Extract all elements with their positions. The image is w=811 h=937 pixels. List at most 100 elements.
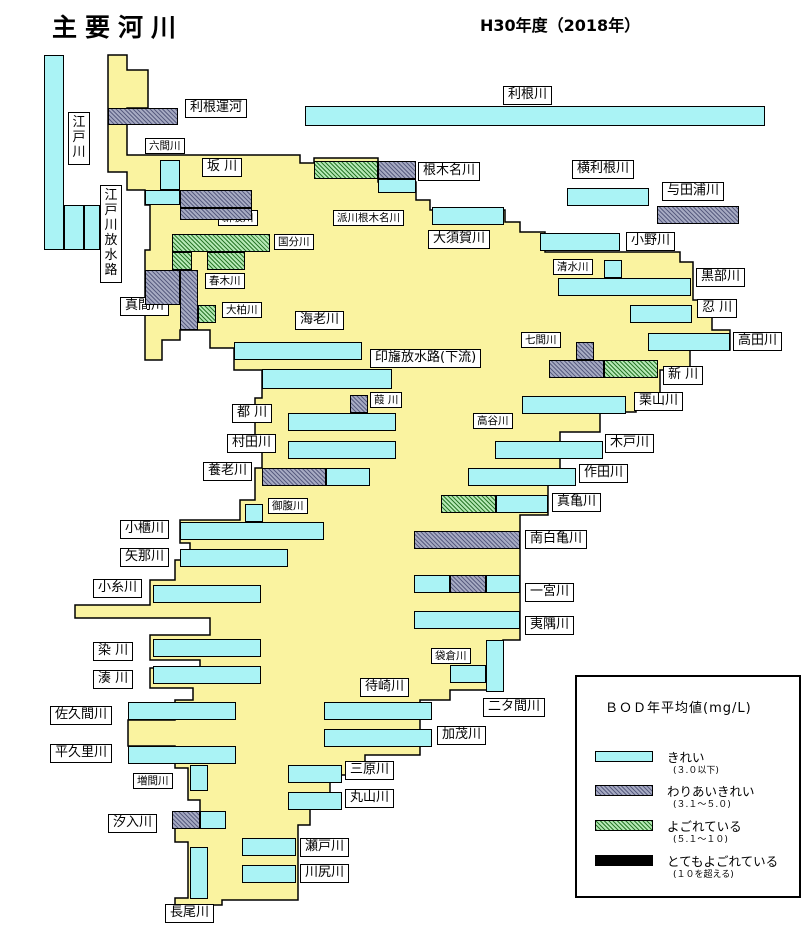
river-label-murata: 村田川 — [227, 434, 277, 453]
river-label-shioiri: 汐入川 — [108, 814, 158, 833]
river-label-ebi: 海老川 — [295, 311, 345, 330]
river-label-ookashiwa: 大柏川 — [222, 302, 262, 319]
main-title: 主要河川 — [52, 13, 185, 42]
river-segment-clean — [128, 746, 236, 764]
river-label-sakuta: 作田川 — [579, 464, 629, 483]
river-segment-clean — [378, 179, 416, 193]
river-segment-fair — [657, 206, 739, 224]
river-label-edo-hoshiro: 江戸川放水路 — [100, 185, 122, 283]
river-label-negina: 根木名川 — [418, 162, 481, 181]
river-label-haruki: 春木川 — [205, 273, 245, 290]
river-segment-clean — [242, 865, 296, 883]
river-segment-clean — [414, 575, 450, 593]
river-segment-clean — [84, 205, 100, 250]
river-segment-clean — [468, 468, 576, 486]
river-label-obitsu: 小櫃川 — [120, 520, 170, 539]
river-label-kokubun: 国分川 — [274, 234, 314, 251]
river-label-miyako: 都 川 — [232, 404, 273, 423]
river-label-sanbara: 三原川 — [345, 761, 395, 780]
river-segment-fair — [262, 468, 326, 486]
river-label-sakuma: 佐久間川 — [50, 706, 113, 725]
river-segment-fair — [180, 208, 252, 220]
river-segment-dirty — [172, 234, 270, 252]
river-label-kurobe: 黒部川 — [696, 268, 746, 287]
river-label-yoro: 養老川 — [203, 462, 253, 481]
river-label-kamo: 加茂川 — [437, 726, 487, 745]
river-segment-fair — [108, 108, 178, 125]
river-segment-fair — [450, 575, 486, 593]
legend-range-fair: (３.１～５.０) — [673, 800, 731, 810]
legend-label-clean: きれい — [667, 750, 705, 765]
river-segment-clean — [153, 585, 261, 603]
legend-range-dirty: (５.１～１０) — [673, 835, 728, 845]
river-segment-fair — [576, 342, 594, 360]
river-label-shin: 新 川 — [663, 366, 704, 385]
river-segment-clean — [495, 441, 603, 459]
river-label-shimizu: 清水川 — [553, 259, 593, 276]
river-label-ono: 小野川 — [626, 232, 676, 251]
river-label-rokkenn: 六間川 — [145, 138, 185, 155]
river-segment-clean — [326, 468, 370, 486]
river-label-futama: 二タ間川 — [483, 698, 546, 717]
river-label-minamishirako: 南白亀川 — [525, 530, 588, 549]
river-segment-clean — [414, 611, 520, 629]
river-label-magame: 真亀川 — [552, 493, 602, 512]
river-label-ichinomiya: 一宮川 — [525, 583, 575, 602]
river-segment-clean — [288, 792, 342, 810]
river-label-ashi: 葭 川 — [370, 392, 403, 409]
river-segment-fair — [549, 360, 604, 378]
legend-range-very-dirty: (１０を超える) — [673, 870, 734, 880]
river-segment-clean — [288, 413, 396, 431]
river-segment-fair — [350, 395, 368, 413]
river-label-oshi: 忍 川 — [697, 299, 738, 318]
river-label-saka: 坂 川 — [202, 158, 243, 177]
river-label-gozen: 御腹川 — [268, 498, 308, 515]
river-segment-clean — [160, 160, 180, 190]
river-segment-clean — [522, 396, 626, 414]
river-segment-clean — [145, 190, 180, 205]
river-label-heiguri: 平久里川 — [50, 744, 113, 763]
river-segment-clean — [567, 188, 649, 206]
river-segment-clean — [180, 522, 324, 540]
river-label-mashima: 増間川 — [133, 773, 173, 790]
river-segment-clean — [242, 838, 296, 856]
river-segment-clean — [190, 847, 208, 899]
river-label-machizaki: 待崎川 — [360, 678, 410, 697]
river-label-some: 染 川 — [93, 642, 134, 661]
river-segment-clean — [496, 495, 548, 513]
river-segment-dirty — [314, 161, 378, 179]
legend-label-very-dirty: とてもよごれている — [667, 854, 779, 869]
river-label-kido: 木戸川 — [605, 434, 655, 453]
river-label-inba: 印旛放水路(下流) — [370, 349, 482, 368]
river-segment-dirty — [207, 252, 245, 270]
river-label-seto: 瀬戸川 — [300, 838, 350, 857]
legend-swatch-fair — [595, 785, 653, 796]
river-label-takaya: 高谷川 — [473, 413, 513, 430]
legend-swatch-dirty — [595, 820, 653, 831]
river-label-yodaura: 与田浦川 — [662, 182, 725, 201]
river-segment-clean — [64, 205, 84, 250]
river-segment-clean — [450, 665, 486, 683]
legend-label-fair: わりあいきれい — [667, 784, 755, 799]
river-label-tone: 利根川 — [503, 86, 553, 105]
river-segment-clean — [153, 666, 261, 684]
river-segment-clean — [288, 441, 396, 459]
river-segment-clean — [432, 207, 504, 225]
river-label-nagao: 長尾川 — [165, 904, 215, 923]
river-segment-fair — [378, 161, 416, 179]
river-segment-clean — [324, 729, 432, 747]
legend-range-clean: (３.０以下) — [673, 766, 719, 776]
river-segment-clean — [305, 106, 765, 126]
river-segment-clean — [245, 504, 263, 522]
river-segment-fair — [145, 270, 180, 305]
river-segment-clean — [288, 765, 342, 783]
legend-swatch-clean — [595, 751, 653, 762]
river-label-koito: 小糸川 — [93, 579, 143, 598]
river-label-nanakenn: 七間川 — [521, 332, 561, 349]
river-segment-clean — [190, 765, 208, 791]
river-label-osuga: 大須賀川 — [428, 230, 491, 249]
river-segment-clean — [153, 639, 261, 657]
river-label-isumi: 夷隅川 — [525, 616, 575, 635]
legend-label-dirty: よごれている — [667, 819, 742, 834]
